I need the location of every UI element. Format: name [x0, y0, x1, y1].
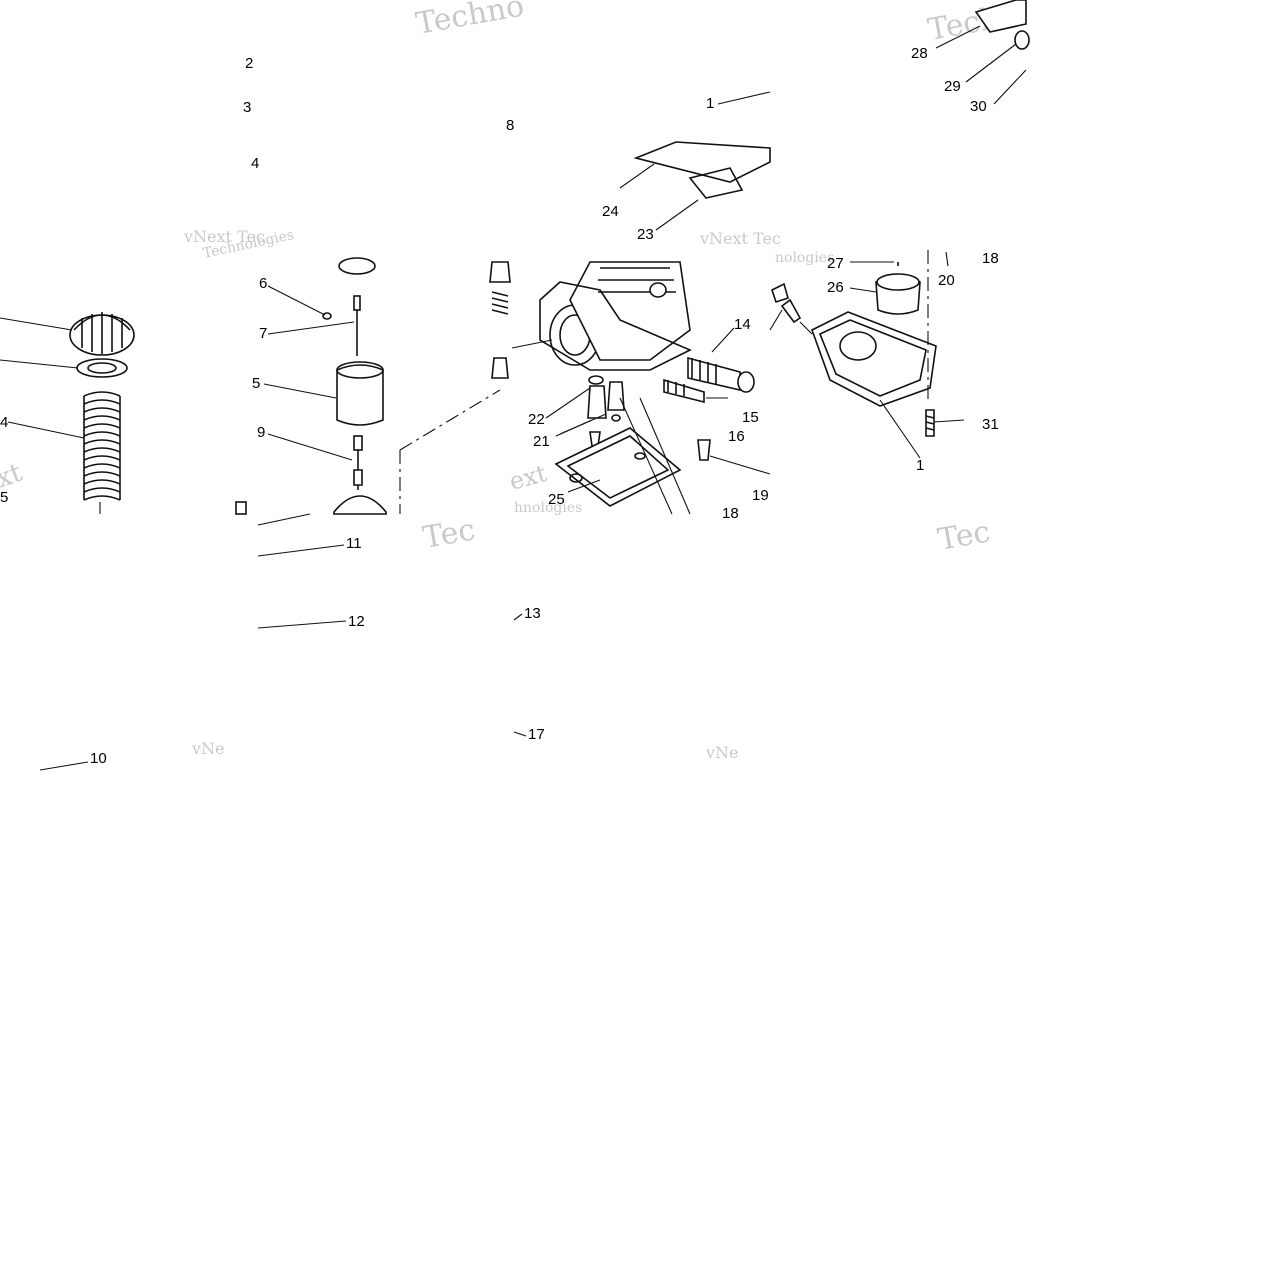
float-in-bowl [839, 331, 877, 361]
callout-24: 24 [602, 203, 619, 220]
callout-19: 19 [752, 487, 769, 504]
watermark-text: Tec [935, 514, 993, 558]
throttle-slide-assembly [235, 257, 387, 629]
e-clip [322, 312, 332, 320]
choke-knob-assembly [0, 312, 135, 771]
watermark-text: vNe [705, 743, 739, 762]
float-bowl [811, 311, 937, 407]
callout-14: 14 [734, 316, 751, 333]
drain-screw [697, 439, 711, 461]
callout-29: 29 [944, 78, 961, 95]
callout-1: 1 [706, 95, 714, 112]
callout-22: 22 [528, 411, 545, 428]
knob-ridges [73, 312, 131, 354]
watermark-text: nologies [775, 250, 834, 266]
callout-17: 17 [528, 726, 545, 743]
fuel-fitting [780, 298, 802, 324]
cable-bracket [633, 141, 771, 183]
callout-28: 28 [911, 45, 928, 62]
watermark-text: hnologies [514, 500, 582, 516]
idle-adjust-screw [687, 356, 741, 392]
watermark-text: ext [506, 459, 550, 496]
callout-10: 10 [90, 750, 107, 767]
carb-flange [539, 281, 692, 371]
callout-21: 21 [533, 433, 550, 450]
callout-26: 26 [827, 279, 844, 296]
callout-15: 15 [742, 409, 759, 426]
throttle-slide [336, 364, 384, 426]
coil-spring [83, 391, 121, 501]
callout-labels: 1 2 3 4 5 6 7 8 9 10 11 12 13 14 15 16 1… [0, 45, 999, 767]
watermark-text: vNext Tec [699, 229, 781, 248]
callout-4-spring: 4 [0, 414, 8, 431]
callout-6: 6 [259, 275, 267, 292]
callout-30: 30 [970, 98, 987, 115]
callout-16: 16 [728, 428, 745, 445]
callout-12: 12 [348, 613, 365, 630]
callout-25: 25 [548, 491, 565, 508]
callout-4: 4 [251, 155, 259, 172]
callout-9: 9 [257, 424, 265, 441]
washer-hole [87, 362, 117, 374]
callout-2: 2 [245, 55, 253, 72]
hex-cap [489, 261, 511, 283]
callout-11: 11 [346, 535, 362, 552]
callout-31: 31 [982, 416, 999, 433]
small-spring [491, 291, 509, 315]
callout-27: 27 [827, 255, 844, 272]
callout-18-right: 18 [982, 250, 999, 267]
washer [76, 358, 128, 378]
callout-18-left: 18 [722, 505, 739, 522]
jet-holder [607, 381, 625, 411]
watermark-text: vNe [191, 739, 225, 758]
callout-1-bowl: 1 [916, 457, 924, 474]
blank-tiles [0, 0, 258, 255]
small-bolt [235, 501, 247, 515]
float-bowl-assembly [769, 0, 1030, 459]
main-jet [587, 385, 607, 419]
callout-5: 5 [0, 489, 8, 506]
banjo-fitting [771, 282, 789, 304]
watermark-text: Techno [413, 0, 526, 42]
callout-8-slide: 5 [252, 375, 260, 392]
pilot-jet [491, 357, 509, 379]
float-bowl-gasket [554, 427, 682, 507]
watermark-text: vNext Tec [183, 227, 265, 246]
callout-7: 7 [259, 325, 267, 342]
callout-3: 3 [243, 99, 251, 116]
callout-13: 13 [524, 605, 541, 622]
mixing-chamber-top [333, 495, 387, 515]
watermark-text: Tec [420, 512, 478, 556]
callout-23: 23 [637, 226, 654, 243]
needle-clip-plate [338, 257, 376, 275]
callout-20: 20 [938, 272, 955, 289]
carburetor-body [399, 91, 771, 737]
fuel-nipple [974, 0, 1027, 33]
callout-8: 8 [506, 117, 514, 134]
